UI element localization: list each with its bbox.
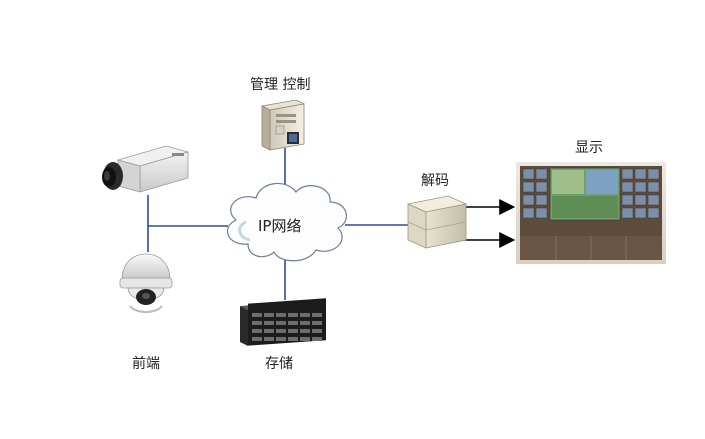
management-label: 管理 控制: [250, 77, 311, 93]
server-tower-icon: [260, 99, 306, 151]
connection-lines: [147, 148, 410, 300]
decoder-label: 解码: [421, 173, 449, 189]
network-label: IP网络: [258, 217, 302, 235]
cloud-icon: [226, 182, 347, 262]
dome-camera-icon: [119, 253, 173, 313]
storage-array-icon: [240, 298, 326, 346]
display-label: 显示: [575, 140, 603, 156]
decoder-box-icon: [406, 195, 468, 249]
storage-label: 存储: [265, 356, 293, 372]
video-wall-icon: [516, 162, 666, 264]
frontend-label: 前端: [132, 356, 160, 372]
output-arrows: [463, 199, 516, 248]
box-camera-icon: [102, 145, 190, 193]
